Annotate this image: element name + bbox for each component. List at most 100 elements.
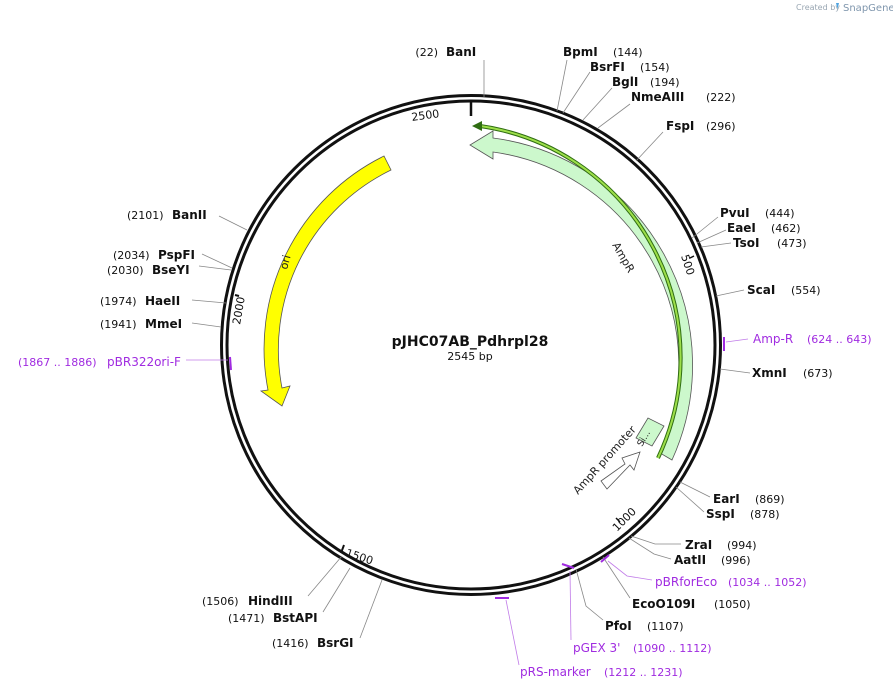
site-name-tsoi[interactable]: TsoI bbox=[733, 236, 759, 250]
site-pos-fspi: (296) bbox=[706, 120, 736, 133]
site-name-eari[interactable]: EarI bbox=[713, 492, 740, 506]
site-name-hindiii[interactable]: HindIII bbox=[248, 594, 293, 608]
tick-label-2000: 2000 bbox=[230, 296, 248, 326]
tick-label-500: 500 bbox=[678, 253, 697, 277]
plasmid-name: pJHC07AB_Pdhrpl28 bbox=[392, 334, 549, 350]
tick-label-1000: 1000 bbox=[610, 505, 639, 534]
site-name-banii[interactable]: BanII bbox=[172, 208, 207, 222]
site-pos-sspi: (878) bbox=[750, 508, 780, 521]
site-pos-bgli: (194) bbox=[650, 76, 680, 89]
leader-line-ecoo109i bbox=[602, 556, 631, 599]
site-name-ecoo109i[interactable]: EcoO109I bbox=[632, 597, 695, 611]
leader-line-bseyi bbox=[198, 265, 232, 271]
ori-label: ori bbox=[277, 254, 293, 271]
signal-sequence-feature[interactable] bbox=[635, 417, 665, 447]
leader-line-bstapi bbox=[322, 567, 351, 613]
leader-line-haeii bbox=[191, 299, 227, 304]
site-name-pspfi[interactable]: PspFI bbox=[158, 248, 195, 262]
site-name-bsrgi[interactable]: BsrGI bbox=[317, 636, 354, 650]
site-name-mmei[interactable]: MmeI bbox=[145, 317, 182, 331]
site-name-bstapi[interactable]: BstAPI bbox=[273, 611, 318, 625]
site-pos-pspfi: (2034) bbox=[113, 249, 150, 262]
leader-line-pgex3 bbox=[569, 570, 572, 641]
leader-line-pfoi bbox=[575, 568, 604, 621]
leader-line-bsrfi bbox=[562, 71, 591, 114]
site-name-scai[interactable]: ScaI bbox=[747, 283, 775, 297]
snapgene-brand: SnapGene bbox=[843, 3, 893, 14]
backbone-outer-strand bbox=[220, 94, 722, 596]
site-name-fspi[interactable]: FspI bbox=[666, 119, 694, 133]
site-name-pvui[interactable]: PvuI bbox=[720, 206, 750, 220]
site-name-nmeaiii[interactable]: NmeAIII bbox=[631, 90, 684, 104]
site-name-bsrfi[interactable]: BsrFI bbox=[590, 60, 625, 74]
tick-mark-2000 bbox=[234, 294, 240, 297]
primer-name-pbrforeco[interactable]: pBRforEco bbox=[655, 575, 717, 589]
site-pos-bsrgi: (1416) bbox=[272, 637, 309, 650]
site-pos-bseyi: (2030) bbox=[107, 264, 144, 277]
site-pos-banii: (2101) bbox=[127, 209, 164, 222]
leader-line-zrai bbox=[630, 535, 681, 545]
site-pos-eaei: (462) bbox=[771, 222, 801, 235]
site-pos-nmeaiii: (222) bbox=[706, 91, 736, 104]
site-name-sspi[interactable]: SspI bbox=[706, 507, 735, 521]
site-pos-ecoo109i: (1050) bbox=[714, 598, 751, 611]
leader-line-eari bbox=[679, 481, 711, 498]
primer-mark-pbrforeco bbox=[600, 554, 610, 563]
primer-range-amp-r: (624 .. 643) bbox=[807, 333, 872, 346]
tick-label-2500: 2500 bbox=[411, 107, 441, 124]
site-pos-scai: (554) bbox=[791, 284, 821, 297]
site-pos-pvui: (444) bbox=[765, 207, 795, 220]
site-pos-xmni: (673) bbox=[803, 367, 833, 380]
leader-line-prs-marker bbox=[505, 599, 520, 666]
site-name-eaei[interactable]: EaeI bbox=[727, 221, 756, 235]
leader-line-fspi bbox=[635, 131, 664, 162]
primer-mark-pbr322ori-f bbox=[229, 356, 232, 371]
leader-line-pbrforeco bbox=[607, 560, 653, 581]
site-name-xmni[interactable]: XmnI bbox=[752, 366, 787, 380]
site-name-bseyi[interactable]: BseYI bbox=[152, 263, 190, 277]
site-name-bgli[interactable]: BglI bbox=[612, 75, 638, 89]
primer-name-pgex3[interactable]: pGEX 3' bbox=[573, 641, 620, 655]
site-pos-bstapi: (1471) bbox=[228, 612, 265, 625]
leader-line-pvui bbox=[691, 216, 719, 239]
site-name-pfoi[interactable]: PfoI bbox=[605, 619, 632, 633]
tick-mark-500 bbox=[689, 255, 695, 259]
primer-name-amp-r[interactable]: Amp-R bbox=[753, 332, 793, 346]
leader-line-tsoi bbox=[700, 242, 732, 248]
leader-line-eaei bbox=[696, 229, 727, 244]
tick-mark-1000 bbox=[615, 517, 621, 523]
leader-line-bsrgi bbox=[359, 579, 383, 639]
primers: Amp-R (624 .. 643) pBRforEco (1034 .. 10… bbox=[18, 332, 872, 679]
ampr-orf-arrowhead bbox=[472, 121, 482, 131]
leader-line-banii bbox=[218, 215, 248, 231]
site-pos-eari: (869) bbox=[755, 493, 785, 506]
restriction-sites: (22) BanI BpmI (144) BsrFI (154) BglI (1… bbox=[100, 45, 833, 650]
primer-mark-pgex3 bbox=[561, 563, 575, 569]
site-name-aatii[interactable]: AatII bbox=[674, 553, 706, 567]
created-by-text: Created by bbox=[796, 3, 840, 12]
site-pos-pfoi: (1107) bbox=[647, 620, 684, 633]
ori-feature[interactable] bbox=[259, 155, 392, 407]
site-pos-mmei: (1941) bbox=[100, 318, 137, 331]
leader-line-bgli bbox=[582, 87, 613, 121]
tick-mark-1500 bbox=[340, 544, 345, 554]
site-pos-zrai: (994) bbox=[727, 539, 757, 552]
site-name-bpmi[interactable]: BpmI bbox=[563, 45, 598, 59]
leader-line-scai bbox=[715, 289, 745, 297]
primer-name-pbr322ori-f[interactable]: pBR322ori-F bbox=[107, 355, 181, 369]
primer-range-pbrforeco: (1034 .. 1052) bbox=[728, 576, 807, 589]
leader-line-bpmi bbox=[556, 59, 568, 112]
leader-line-xmni bbox=[719, 368, 751, 374]
leader-line-sspi bbox=[675, 486, 705, 513]
site-name-bani[interactable]: BanI bbox=[446, 45, 476, 59]
ampr-orf-line-inner bbox=[479, 125, 682, 459]
ampr-promoter-feature[interactable] bbox=[600, 451, 641, 490]
primer-range-pbr322ori-f: (1867 .. 1886) bbox=[18, 356, 97, 369]
primer-name-prs-marker[interactable]: pRS-marker bbox=[520, 665, 591, 679]
snapgene-logo-icon bbox=[836, 3, 839, 9]
site-name-zrai[interactable]: ZraI bbox=[685, 538, 712, 552]
site-name-haeii[interactable]: HaeII bbox=[145, 294, 180, 308]
leader-line-hindiii bbox=[307, 555, 343, 597]
site-pos-hindiii: (1506) bbox=[202, 595, 239, 608]
ampr-label: AmpR bbox=[609, 240, 637, 275]
